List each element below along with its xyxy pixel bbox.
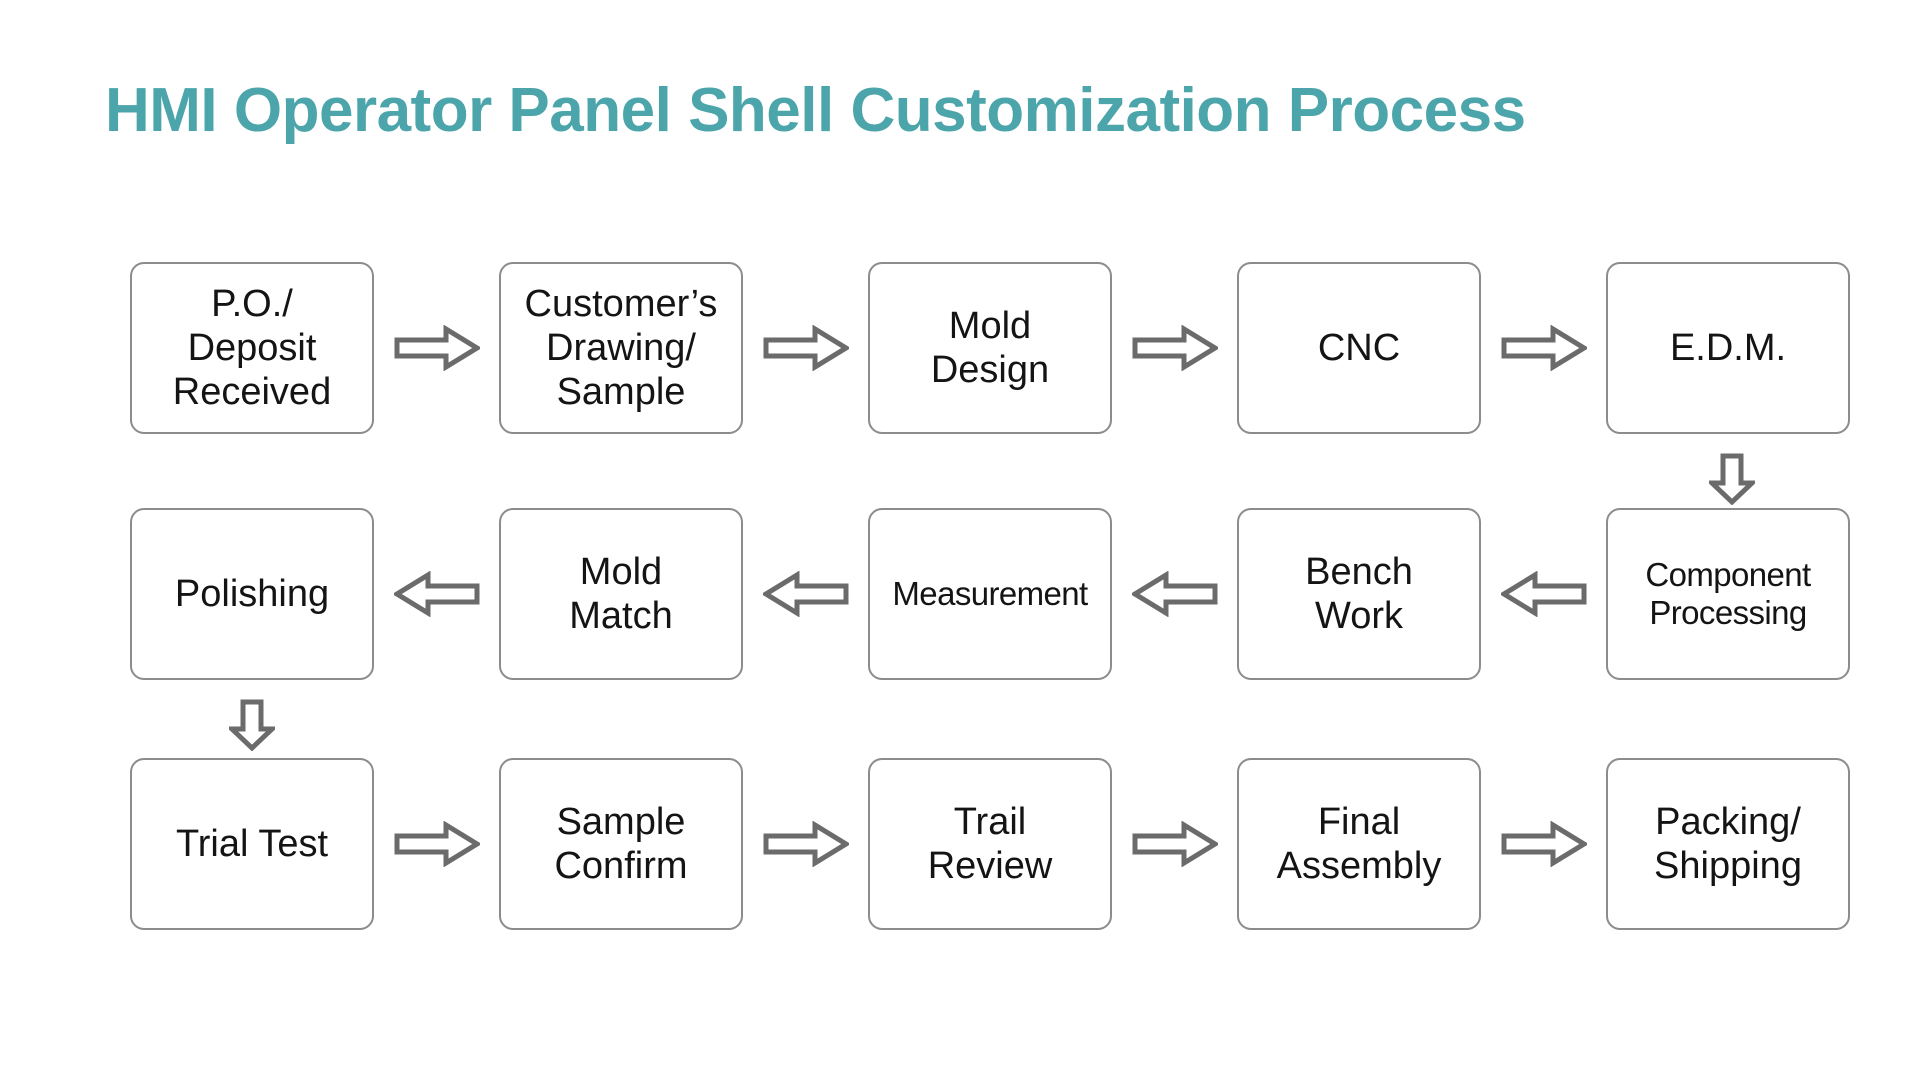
arrow-right-icon xyxy=(763,821,849,867)
flow-row-2: Polishing Mold Match Measurement Bench W… xyxy=(130,508,1850,680)
connector-12-13 xyxy=(743,758,868,930)
connector-8-9 xyxy=(743,508,868,680)
connector-9-10 xyxy=(374,508,499,680)
connector-5-6 xyxy=(1702,448,1762,510)
arrow-right-icon xyxy=(1501,821,1587,867)
arrow-left-icon xyxy=(1131,571,1217,617)
arrow-right-icon xyxy=(1132,325,1218,371)
node-final-assembly[interactable]: Final Assembly xyxy=(1237,758,1481,930)
arrow-right-icon xyxy=(1132,821,1218,867)
connector-11-12 xyxy=(374,758,499,930)
arrow-right-icon xyxy=(394,821,480,867)
node-trial-test[interactable]: Trial Test xyxy=(130,758,374,930)
arrow-left-icon xyxy=(1500,571,1586,617)
node-bench-work[interactable]: Bench Work xyxy=(1237,508,1481,680)
node-measurement[interactable]: Measurement xyxy=(868,508,1112,680)
node-po-deposit-received[interactable]: P.O./ Deposit Received xyxy=(130,262,374,434)
node-edm[interactable]: E.D.M. xyxy=(1606,262,1850,434)
flow-row-1: P.O./ Deposit Received Customer’s Drawin… xyxy=(130,262,1850,434)
arrow-left-icon xyxy=(762,571,848,617)
connector-2-3 xyxy=(743,262,868,434)
arrow-right-icon xyxy=(394,325,480,371)
connector-13-14 xyxy=(1112,758,1237,930)
connector-14-15 xyxy=(1481,758,1606,930)
connector-10-11 xyxy=(222,694,282,756)
node-cnc[interactable]: CNC xyxy=(1237,262,1481,434)
node-component-processing[interactable]: Component Processing xyxy=(1606,508,1850,680)
node-polishing[interactable]: Polishing xyxy=(130,508,374,680)
node-mold-design[interactable]: Mold Design xyxy=(868,262,1112,434)
node-trail-review[interactable]: Trail Review xyxy=(868,758,1112,930)
page-title: HMI Operator Panel Shell Customization P… xyxy=(105,76,1526,145)
connector-1-2 xyxy=(374,262,499,434)
node-customers-drawing-sample[interactable]: Customer’s Drawing/ Sample xyxy=(499,262,743,434)
arrow-left-icon xyxy=(393,571,479,617)
node-packing-shipping[interactable]: Packing/ Shipping xyxy=(1606,758,1850,930)
arrow-right-icon xyxy=(1501,325,1587,371)
node-mold-match[interactable]: Mold Match xyxy=(499,508,743,680)
connector-3-4 xyxy=(1112,262,1237,434)
connector-6-7 xyxy=(1481,508,1606,680)
arrow-down-icon xyxy=(1709,453,1755,505)
connector-4-5 xyxy=(1481,262,1606,434)
node-sample-confirm[interactable]: Sample Confirm xyxy=(499,758,743,930)
arrow-right-icon xyxy=(763,325,849,371)
flow-row-3: Trial Test Sample Confirm Trail Review F… xyxy=(130,758,1850,930)
connector-7-8 xyxy=(1112,508,1237,680)
arrow-down-icon xyxy=(229,699,275,751)
